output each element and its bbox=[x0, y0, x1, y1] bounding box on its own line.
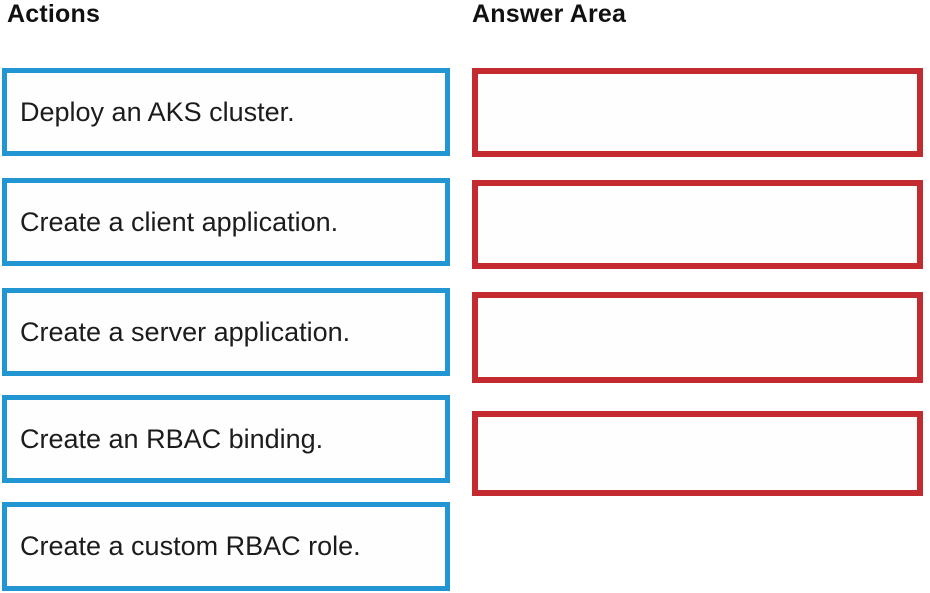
action-item-label: Create a server application. bbox=[20, 316, 351, 347]
action-item-label: Deploy an AKS cluster. bbox=[20, 96, 295, 127]
action-item-label: Create an RBAC binding. bbox=[20, 423, 324, 454]
action-item-create-custom-rbac-role[interactable]: Create a custom RBAC role. bbox=[2, 502, 450, 591]
action-item-create-client-application[interactable]: Create a client application. bbox=[2, 178, 450, 266]
answer-area-column-header: Answer Area bbox=[472, 0, 627, 28]
action-item-label: Create a custom RBAC role. bbox=[20, 531, 361, 561]
answer-slot-2[interactable] bbox=[472, 180, 923, 269]
actions-column-header: Actions bbox=[7, 0, 101, 28]
action-item-create-rbac-binding[interactable]: Create an RBAC binding. bbox=[2, 395, 450, 483]
answer-slot-4[interactable] bbox=[472, 411, 923, 496]
answer-slot-3[interactable] bbox=[472, 292, 923, 383]
action-item-create-server-application[interactable]: Create a server application. bbox=[2, 288, 450, 376]
action-item-label: Create a client application. bbox=[20, 206, 339, 237]
answer-slot-1[interactable] bbox=[472, 68, 923, 157]
action-item-deploy-aks-cluster[interactable]: Deploy an AKS cluster. bbox=[2, 68, 450, 156]
